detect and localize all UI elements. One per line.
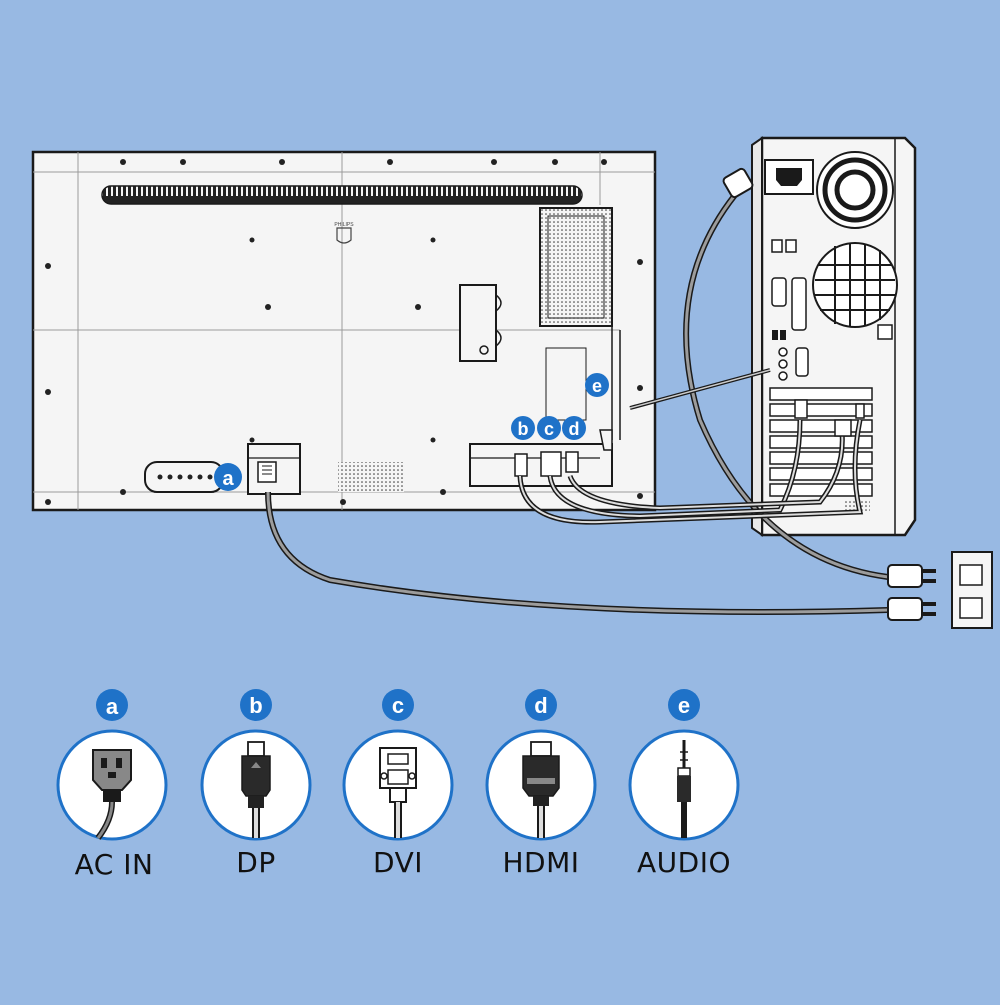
dvi-plug-icon xyxy=(379,747,417,838)
legend-item-hdmi: d xyxy=(485,689,597,841)
legend-item-ac-in: a xyxy=(56,689,168,841)
svg-text:e: e xyxy=(678,693,690,718)
svg-text:b: b xyxy=(249,693,262,718)
legend-item-audio: e xyxy=(628,689,740,841)
svg-text:PHILIPS: PHILIPS xyxy=(334,222,354,228)
hdmi-plug-icon xyxy=(522,741,560,838)
ac-power-plug-icon xyxy=(92,749,132,840)
svg-text:a: a xyxy=(106,694,119,719)
svg-text:e: e xyxy=(592,376,602,396)
label-audio: AUDIO xyxy=(636,846,731,879)
label-hdmi: HDMI xyxy=(502,846,580,879)
audio-jack-icon xyxy=(677,740,691,838)
wall-plug-icon xyxy=(887,564,936,621)
svg-text:d: d xyxy=(569,419,580,439)
svg-text:a: a xyxy=(222,468,234,490)
pc-power-plug-icon xyxy=(722,167,754,199)
displayport-plug-icon xyxy=(241,741,271,838)
callout-a: a xyxy=(214,463,242,491)
svg-text:b: b xyxy=(518,419,529,439)
callout-c: c xyxy=(537,416,561,440)
wall-outlet xyxy=(951,551,993,629)
label-ac-in: AC IN xyxy=(74,848,154,881)
legend-item-dp: b xyxy=(200,689,312,841)
callout-d: d xyxy=(562,416,586,440)
label-dp: DP xyxy=(236,846,276,879)
monitor-back: PHILIPS xyxy=(31,150,657,512)
callout-b: b xyxy=(511,416,535,440)
svg-text:c: c xyxy=(392,693,404,718)
label-dvi: DVI xyxy=(373,846,423,879)
svg-text:d: d xyxy=(534,693,547,718)
pc-tower xyxy=(751,136,917,537)
philips-logo: PHILIPS xyxy=(334,222,354,244)
cables xyxy=(265,193,889,615)
callout-e: e xyxy=(585,373,609,397)
legend-item-dvi: c xyxy=(342,689,454,841)
svg-text:c: c xyxy=(544,419,554,439)
